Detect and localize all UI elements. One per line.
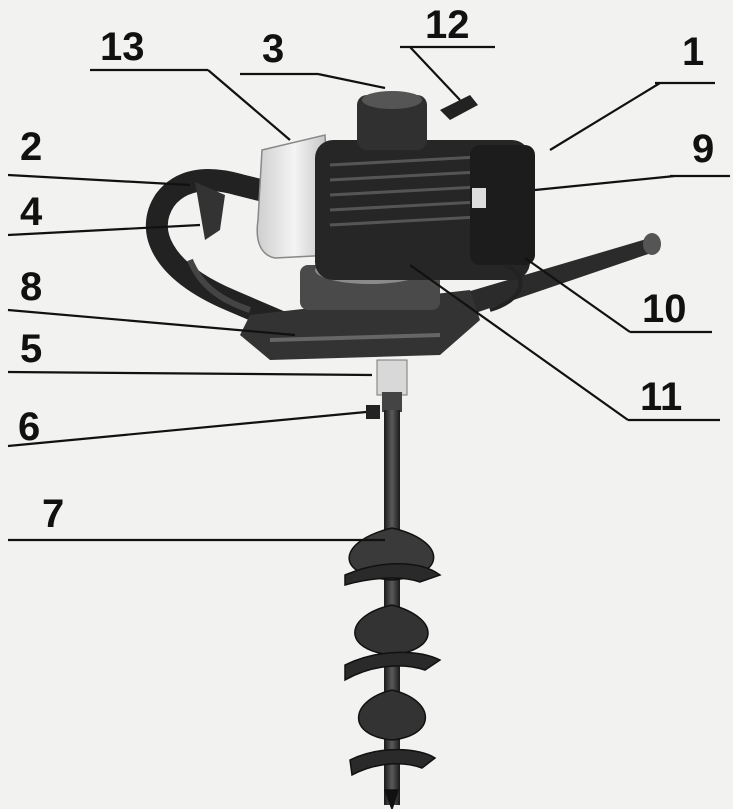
leader-10 [524, 257, 712, 334]
callout-4: 4 [20, 190, 43, 234]
leader-12 [400, 45, 495, 101]
callout-6: 6 [18, 405, 40, 449]
leader-3 [240, 72, 386, 90]
callout-13: 13 [100, 25, 145, 69]
callout-8: 8 [20, 265, 42, 309]
leader-2 [7, 173, 191, 187]
leader-6 [7, 410, 367, 448]
right-handle-bar [440, 238, 660, 320]
callout-1: 1 [682, 30, 704, 74]
leader-1 [549, 81, 715, 151]
leader-lines [7, 45, 730, 542]
callout-10: 10 [642, 287, 687, 331]
callout-3: 3 [262, 27, 284, 71]
throttle-lever [195, 182, 225, 240]
left-handle-bar [145, 169, 311, 341]
leader-5 [7, 370, 373, 377]
callout-numbers: 1 2 3 4 5 6 7 8 9 10 11 12 13 [18, 3, 714, 536]
callout-7: 7 [42, 492, 64, 536]
leader-13 [90, 68, 291, 141]
earth-auger-illustration [145, 91, 661, 809]
coupling-bolt [366, 405, 380, 419]
callout-5: 5 [20, 327, 42, 371]
leader-11 [409, 264, 720, 422]
callout-2: 2 [20, 125, 42, 169]
leader-8 [7, 308, 296, 337]
cylinder-top [357, 95, 427, 150]
fuel-tank [256, 134, 333, 259]
callout-12: 12 [425, 3, 470, 47]
callout-9: 9 [692, 127, 714, 171]
leader-9 [534, 174, 730, 192]
callout-11: 11 [640, 375, 682, 419]
output-shaft [376, 359, 408, 396]
leader-4 [7, 223, 201, 237]
top-lever [440, 95, 478, 120]
